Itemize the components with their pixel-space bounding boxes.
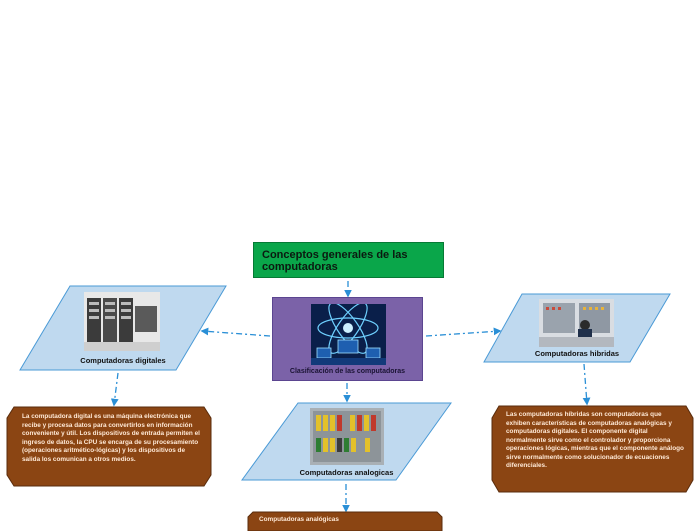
central-topic-label: Clasificación de las computadoras [289,368,406,375]
connector-layer [110,281,591,513]
branch-digital-label: Computadoras digitales [80,356,166,365]
branch-digital-node[interactable]: Computadoras digitales [18,285,228,372]
hybrid-description-node[interactable]: Las computadoras híbridas son computador… [491,405,694,493]
central-topic-node[interactable]: Clasificación de las computadoras [272,297,423,381]
octagon-shape [491,405,694,493]
control-panel-photo [310,408,384,465]
network-monitor-icon [311,304,386,365]
branch-analog-label: Computadoras analogicas [299,468,394,477]
digital-description-text: La computadora digital es una máquina el… [22,413,200,463]
octagon-shape [6,406,212,487]
branch-analog-node[interactable]: Computadoras analogicas [240,402,453,482]
connector-center-hybrid [425,327,502,337]
branch-hybrid-node[interactable]: Computadoras hibridas [482,293,672,364]
connector-center-digital [200,327,271,337]
connector-hybrid-desc [582,363,591,406]
operator-console-photo [539,299,614,347]
digital-description-node[interactable]: La computadora digital es una máquina el… [6,406,212,487]
branch-hybrid-label: Computadoras hibridas [534,349,620,358]
main-topic-label: Conceptos generales de las computadoras [262,249,408,273]
analog-description-text: Computadoras analógicas [259,516,339,523]
connector-digital-desc [110,372,119,407]
analog-description-node[interactable]: Computadoras analógicas [247,511,443,531]
vintage-computer-photo [84,292,160,351]
hybrid-description-text: Las computadoras híbridas son computador… [506,411,684,469]
main-topic[interactable]: Conceptos generales de las computadoras [253,242,444,278]
